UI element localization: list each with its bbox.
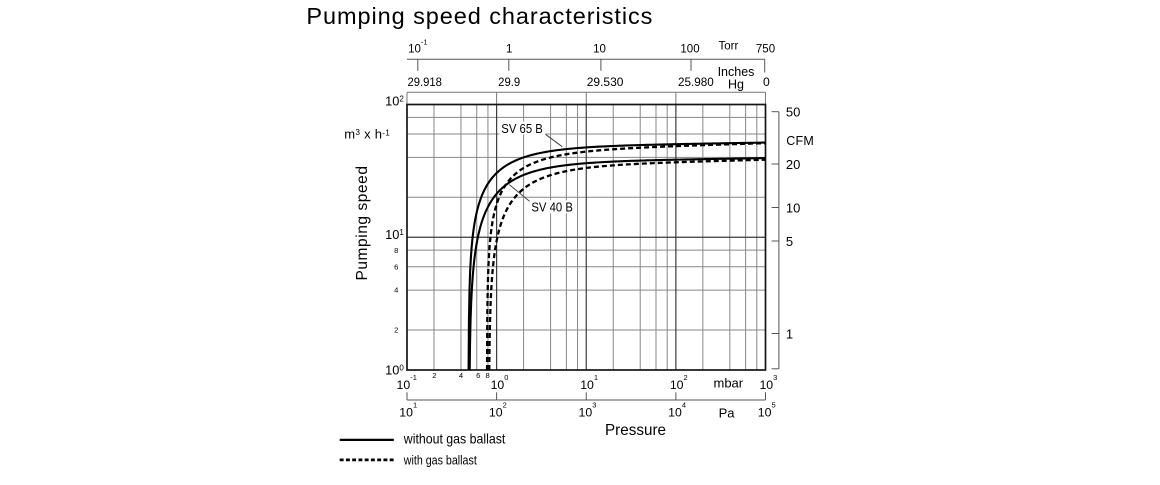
svg-text:29.530: 29.530 [587,75,624,89]
svg-text:Pressure: Pressure [605,422,666,439]
svg-text:101: 101 [399,401,417,420]
svg-text:20: 20 [786,157,800,172]
svg-text:102: 102 [489,401,507,420]
svg-text:103: 103 [579,401,597,420]
svg-text:4: 4 [459,371,463,380]
svg-text:Pumping speed characteristics: Pumping speed characteristics [306,3,652,29]
svg-text:Torr: Torr [718,40,738,52]
svg-text:100: 100 [491,373,509,392]
svg-text:6: 6 [476,371,480,380]
svg-text:5: 5 [786,234,793,249]
svg-text:102: 102 [670,373,688,392]
svg-text:1: 1 [786,326,793,341]
svg-text:10: 10 [786,200,800,215]
svg-text:mbar: mbar [713,375,743,390]
svg-text:8: 8 [485,371,489,380]
svg-text:SV 40 B: SV 40 B [531,199,573,214]
svg-text:Pa: Pa [719,406,736,421]
svg-text:6: 6 [394,263,398,272]
svg-text:with gas ballast: with gas ballast [403,452,477,467]
svg-text:2: 2 [432,371,436,380]
svg-text:29.918: 29.918 [408,75,443,89]
svg-text:without gas ballast: without gas ballast [403,430,505,446]
svg-text:0: 0 [763,75,770,89]
svg-text:50: 50 [786,105,800,120]
svg-text:CFM: CFM [786,134,814,148]
svg-text:1: 1 [506,43,512,55]
svg-text:100: 100 [680,43,699,55]
svg-text:Pumping speed: Pumping speed [354,166,371,281]
svg-text:105: 105 [758,401,776,420]
svg-text:4: 4 [394,286,398,295]
svg-text:101: 101 [580,373,598,392]
svg-text:2: 2 [394,326,398,335]
svg-text:10: 10 [593,43,606,55]
svg-text:750: 750 [756,43,775,55]
svg-text:SV 65 B: SV 65 B [501,121,543,136]
svg-text:104: 104 [668,401,686,420]
svg-text:8: 8 [394,246,398,255]
svg-text:Hg: Hg [728,77,744,91]
svg-text:Inches: Inches [718,65,755,79]
svg-text:25.980: 25.980 [678,75,714,89]
svg-text:103: 103 [759,373,777,392]
svg-text:29.9: 29.9 [498,75,520,89]
